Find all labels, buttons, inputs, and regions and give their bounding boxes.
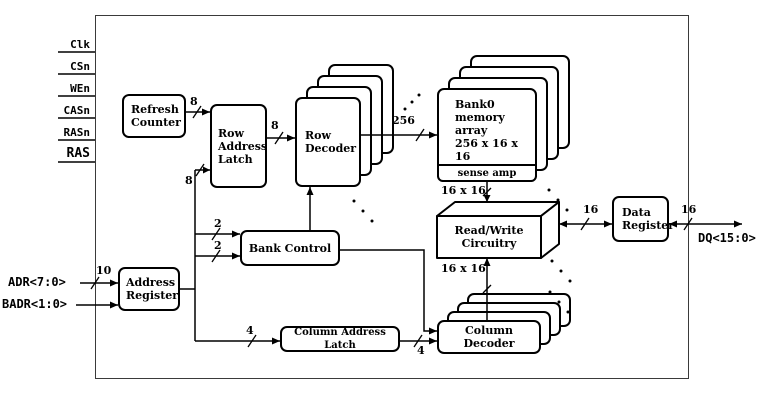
row-decoder-block: Row Decoder (295, 97, 361, 187)
bus-width-bank-control-a: 2 (214, 217, 222, 230)
row-address-latch-label: Address (218, 139, 268, 153)
sense-amp-strip: sense amp (437, 164, 537, 182)
bus-width-refresh-to-row-latch: 8 (190, 95, 198, 108)
row-decoder-label: Row (305, 129, 331, 142)
row-address-latch-label: Latch (218, 152, 253, 166)
sense-amp-label: sense amp (457, 167, 517, 179)
bus-width-addr-to-row-latch: 8 (185, 174, 193, 187)
bus-width-row-decoder-to-bank: 256 (392, 114, 415, 127)
bank0-label: 256 x 16 x 16 (455, 137, 518, 163)
port-dq: DQ<15:0> (698, 231, 756, 245)
port-adr: ADR<7:0> (8, 275, 66, 289)
column-decoder-block: Column Decoder (437, 320, 541, 354)
data-register-label: Register (622, 219, 675, 232)
ellipsis-dots (352, 93, 572, 314)
arrowheads (110, 108, 742, 345)
bus-width-rw-to-data-register: 16 (583, 203, 599, 216)
bank-control-block: Bank Control (240, 230, 340, 266)
pin-csn: CSn (70, 60, 90, 73)
bank0-memory-array-block: Bank0 memory array 256 x 16 x 16 sense a… (437, 88, 537, 182)
address-register-label: Register (126, 289, 179, 302)
bus-width-addr-to-col-latch: 4 (246, 324, 254, 337)
bus-width-data-register-to-dq: 16 (681, 203, 697, 216)
bus-width-col-latch-to-col-decoder: 4 (417, 344, 425, 357)
bank0-label: memory array (455, 111, 505, 137)
data-register-block: Data Register (612, 196, 675, 242)
pin-casn: CASn (63, 104, 91, 117)
refresh-counter-label: Refresh (131, 103, 179, 116)
row-address-latch-block: Row Address Latch (210, 104, 267, 188)
bus-width-col-decoder-to-rw: 16 x 16 (441, 262, 486, 275)
pin-rasn: RASn (63, 126, 91, 139)
bus-width-sense-amp-to-rw: 16 x 16 (441, 184, 486, 197)
refresh-counter-label: Counter (131, 116, 181, 129)
column-address-latch-block: Column Address Latch (280, 326, 400, 352)
address-register-label: Address (126, 276, 176, 289)
diagram-frame (95, 15, 689, 379)
bus-width-bank-control-b: 2 (214, 239, 222, 252)
bank-control-label: Bank Control (248, 241, 332, 255)
address-register-block: Address Register (118, 267, 180, 311)
read-write-circuitry-label: Circuitry (461, 237, 517, 250)
bus-width-row-latch-to-decoder: 8 (271, 119, 279, 132)
bus-slash-marks (90, 105, 693, 348)
pin-wen: WEn (70, 82, 90, 95)
column-address-latch-label: Column Address Latch (294, 327, 386, 351)
bank0-label: Bank0 (455, 98, 495, 111)
data-register-label: Data (622, 206, 651, 219)
port-badr: BADR<1:0> (2, 297, 68, 311)
row-address-latch-label: Row (218, 126, 244, 140)
row-decoder-label: Decoder (305, 142, 357, 155)
refresh-counter-block: Refresh Counter (122, 94, 186, 138)
read-write-3d-box (436, 201, 560, 259)
pin-ras: RAS (66, 146, 90, 161)
column-decoder-label: Column Decoder (463, 324, 515, 350)
read-write-circuitry-label: Read/Write (454, 224, 524, 237)
pin-clk: Clk (70, 38, 90, 51)
bus-width-addr-in: 10 (96, 264, 112, 277)
